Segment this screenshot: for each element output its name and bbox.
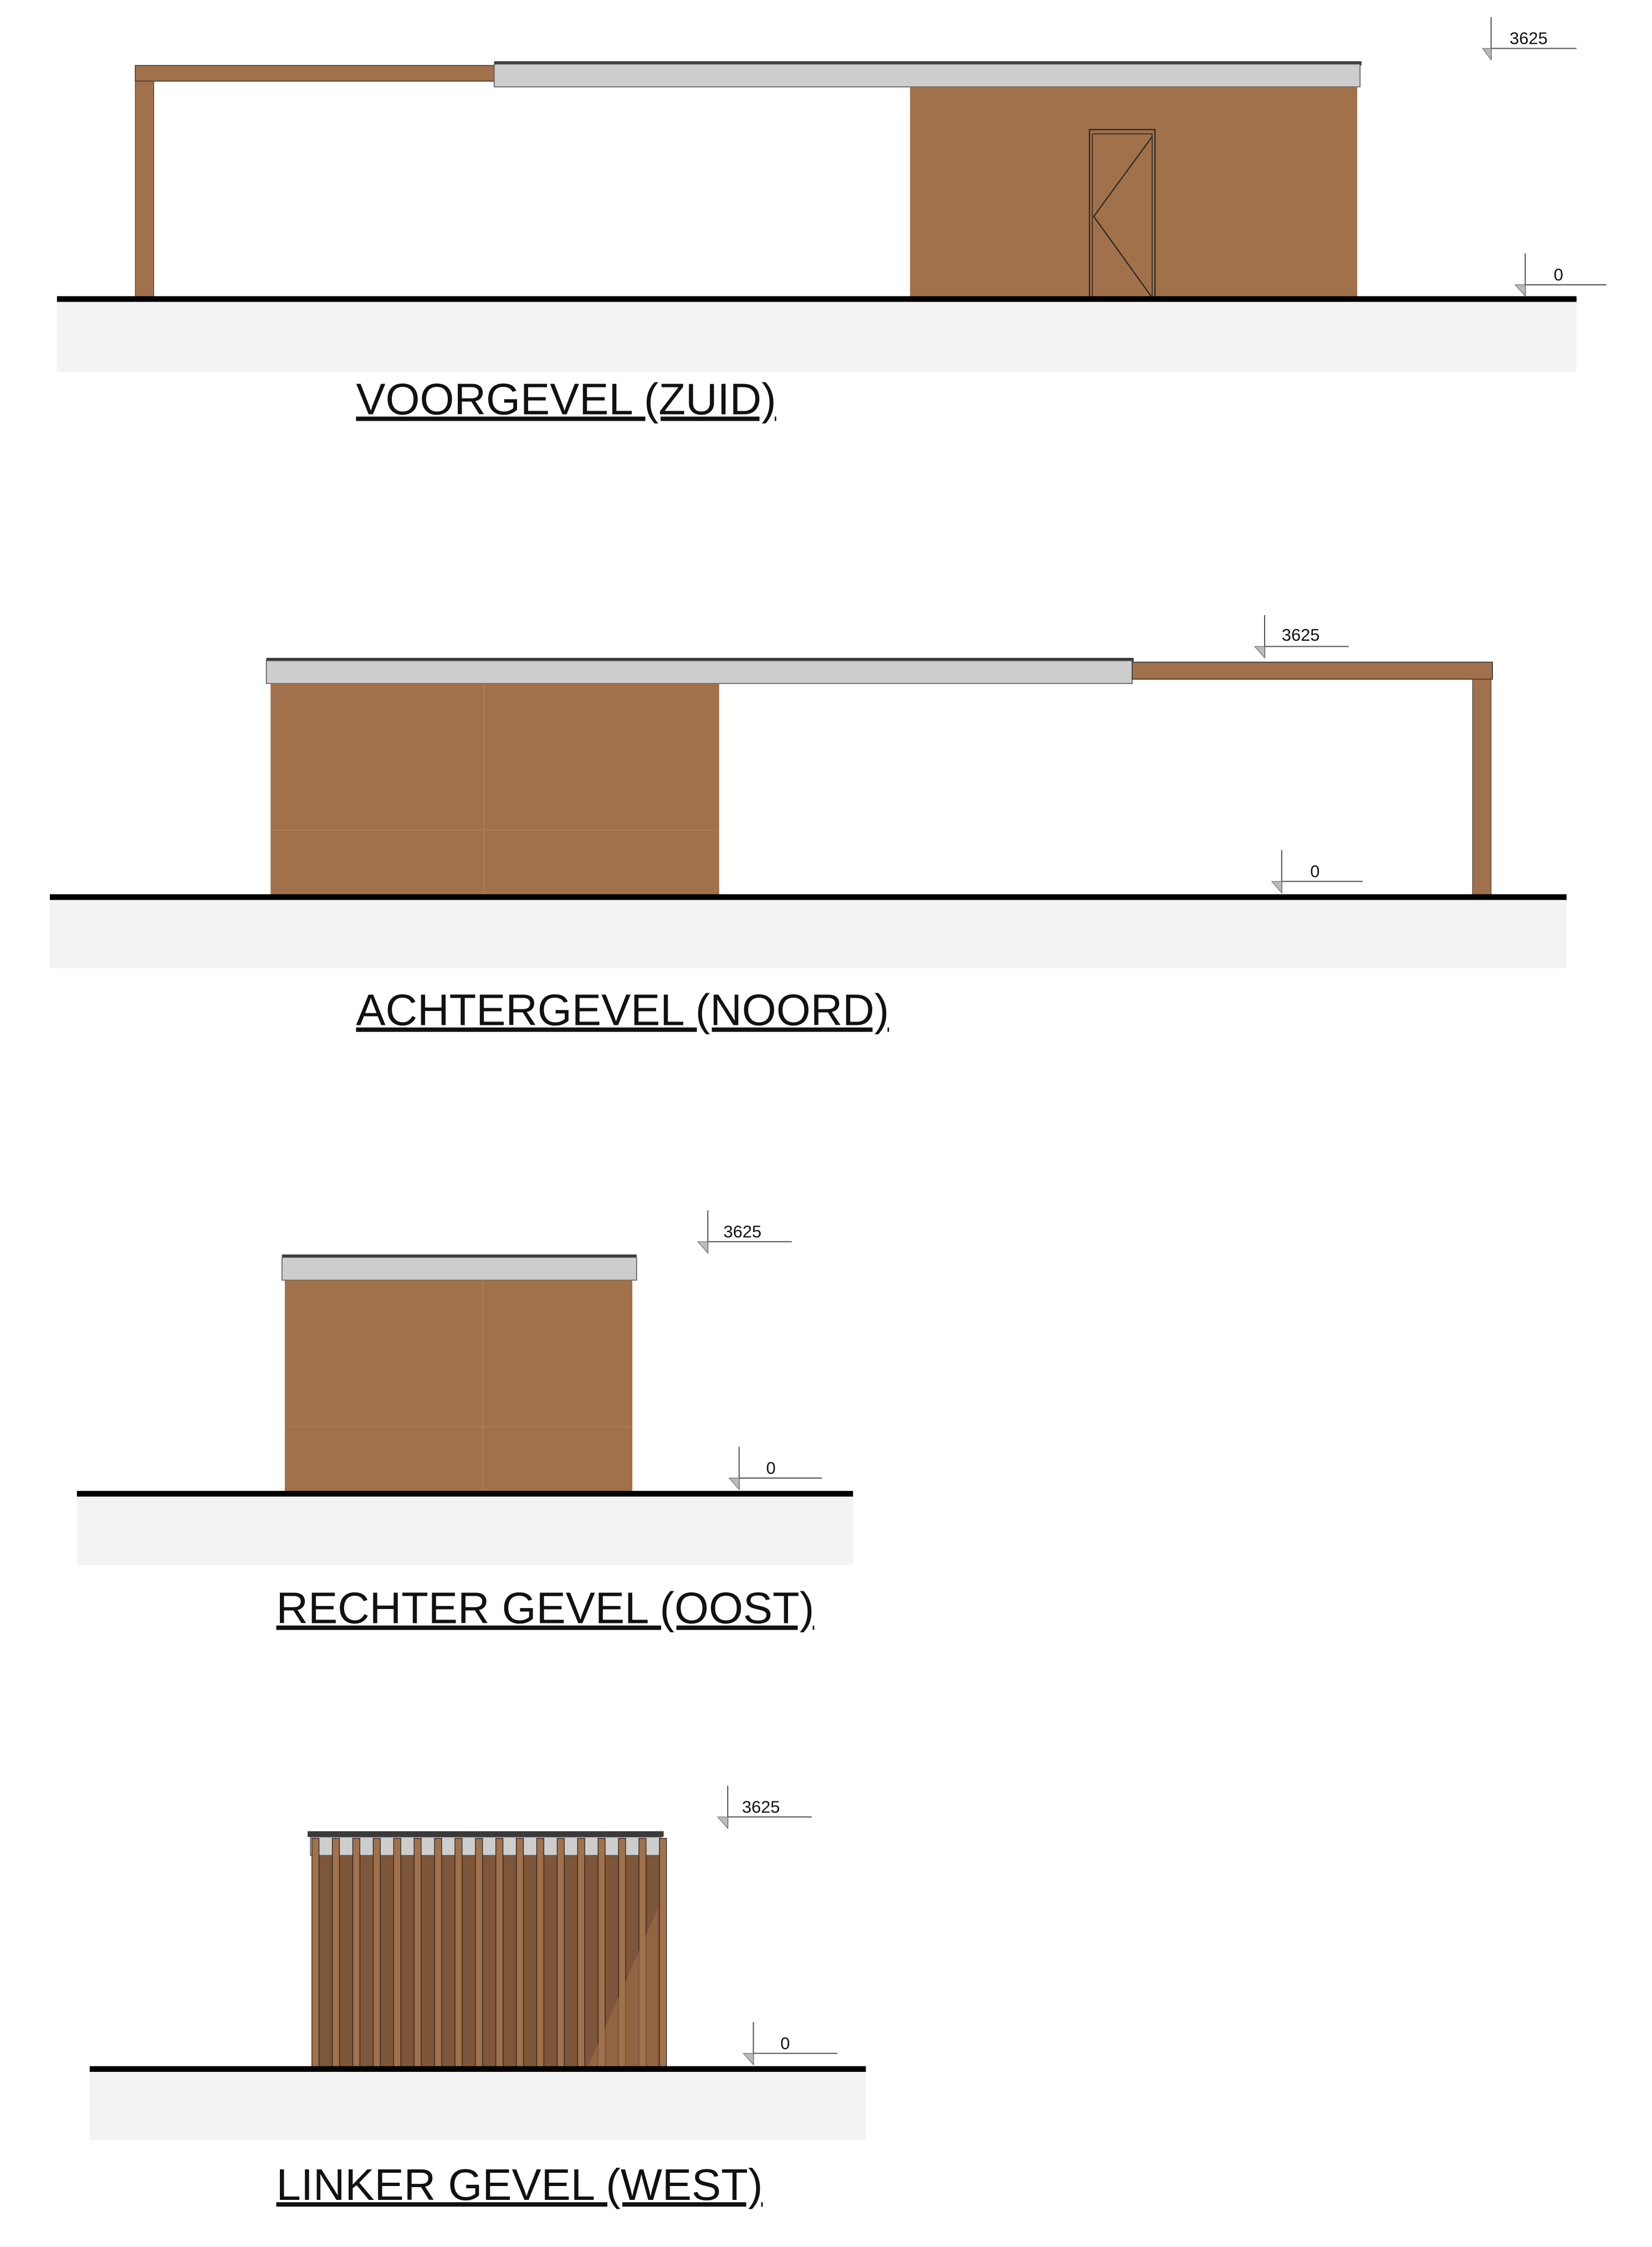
roof-cap [266, 657, 1134, 662]
elevation-title: LINKER GEVEL (WEST) [277, 2160, 763, 2209]
roof-cap [282, 1254, 637, 1259]
elevation-left-west: 3625 0 LINKER GEVEL (WEST) [89, 1785, 866, 2209]
level-marker-bottom: 0 [1514, 253, 1607, 298]
wood-slat [352, 1838, 361, 2070]
shed-wall [270, 683, 719, 897]
level-marker-top: 3625 [717, 1785, 812, 1830]
wood-slat [515, 1838, 524, 2070]
ground-line [49, 894, 1567, 900]
level-label: 3625 [723, 1222, 761, 1242]
wood-slat [372, 1838, 381, 2070]
level-marker-bottom: 0 [1271, 850, 1363, 894]
level-marker-top: 3625 [697, 1210, 792, 1254]
wood-slat [332, 1838, 340, 2070]
wood-slat [434, 1838, 442, 2070]
elevation-title: RECHTER GEVEL (OOST) [277, 1584, 815, 1633]
wood-slat [413, 1838, 422, 2070]
level-marker-top: 3625 [1481, 17, 1577, 61]
roof-fascia [282, 1257, 637, 1281]
level-label: 0 [766, 1458, 776, 1478]
wood-slat [454, 1838, 463, 2070]
roof-fascia [310, 1836, 662, 1856]
ground-band [76, 1497, 853, 1565]
wood-slat [556, 1838, 565, 2070]
elevation-back-north: 3625 0 ACHTERGEVEL (NOORD) [49, 615, 1567, 1035]
elevation-title: VOORGEVEL (ZUID) [356, 375, 776, 424]
ground-line [89, 2066, 866, 2072]
wood-slat [393, 1838, 401, 2070]
shed-wall [284, 1280, 633, 1494]
level-label: 0 [1554, 265, 1563, 284]
pergola-post [1472, 678, 1492, 898]
ground-band [57, 302, 1577, 372]
door [1088, 129, 1156, 300]
level-label: 3625 [742, 1797, 780, 1816]
level-label: 3625 [1282, 625, 1320, 645]
pergola-post [135, 80, 155, 300]
wood-slat [495, 1838, 504, 2070]
level-marker-bottom: 0 [728, 1447, 822, 1490]
elevation-front-south: 3625 0 VOORGEVEL (ZUID) [57, 17, 1607, 424]
roof-fascia [265, 660, 1133, 684]
ground-band [89, 2072, 866, 2141]
pergola-beam [135, 65, 497, 82]
roof-cap [494, 61, 1362, 66]
level-label: 0 [1310, 862, 1319, 881]
wood-slat [659, 1838, 667, 2070]
level-label: 3625 [1510, 29, 1548, 48]
wood-slat [577, 1838, 585, 2070]
pergola-beam [1132, 661, 1493, 680]
wood-slat [475, 1838, 483, 2070]
elevation-title: ACHTERGEVEL (NOORD) [356, 985, 889, 1035]
shed-wall [910, 86, 1358, 299]
ground-line [76, 1490, 853, 1497]
ground-line [57, 296, 1577, 302]
elevation-right-east: 3625 0 RECHTER GEVEL (OOST) [76, 1210, 853, 1633]
wood-slats [311, 1838, 667, 2070]
ground-band [49, 900, 1567, 968]
roof-cap [308, 1831, 664, 1837]
roof-fascia [493, 63, 1361, 88]
level-marker-top: 3625 [1254, 615, 1349, 659]
wood-slat [311, 1838, 320, 2070]
level-marker-bottom: 0 [743, 2022, 838, 2066]
wood-slat [536, 1838, 545, 2070]
level-label: 0 [780, 2034, 790, 2053]
door-swing-indicator [1093, 136, 1153, 298]
